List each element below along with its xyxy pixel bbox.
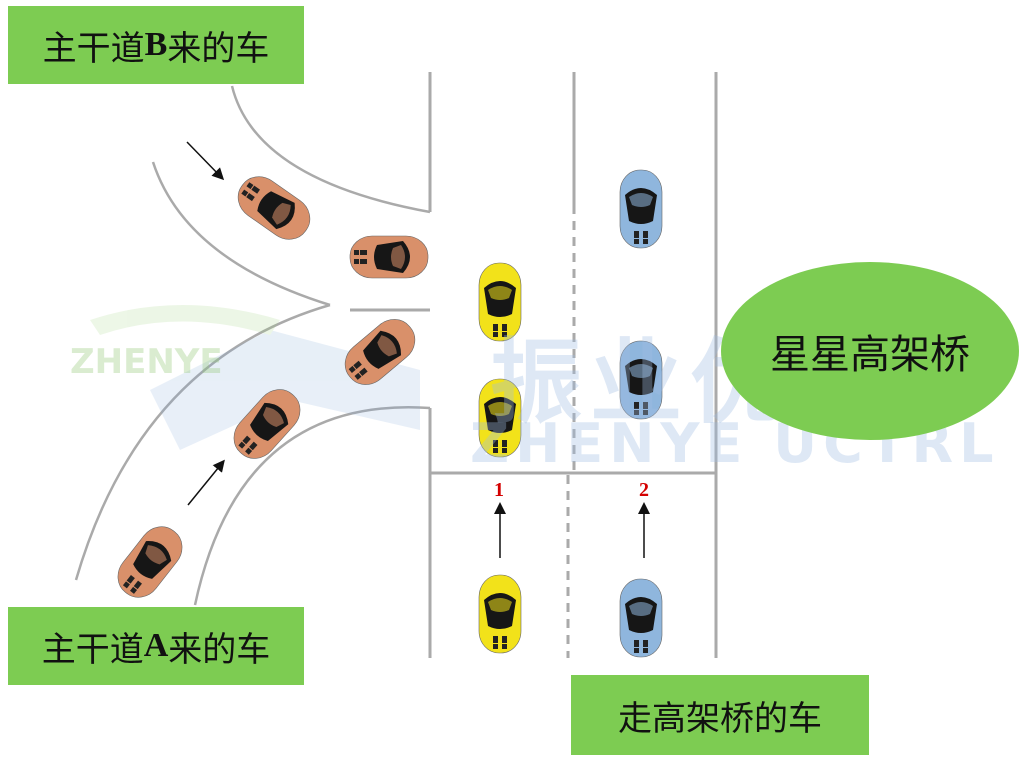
viaduct-label: 星星高架桥	[721, 262, 1019, 440]
label-b-prefix: 主干道	[42, 28, 145, 69]
label-a-prefix: 主干道	[41, 629, 144, 670]
car-b-2	[349, 235, 429, 279]
ramp-a-outer	[193, 406, 431, 606]
ramp-b-inner	[151, 161, 331, 307]
watermark-small: ZHENYE	[70, 342, 223, 382]
label-a-letter: A	[143, 627, 169, 664]
label-viaduct-cars: 走高架桥的车	[571, 675, 869, 755]
lane-number-2: 2	[639, 479, 649, 501]
car-lane2-1	[619, 169, 663, 249]
car-a-3	[108, 517, 192, 607]
label-a-suffix: 来的车	[168, 629, 271, 670]
arrow-ramp-b	[186, 141, 225, 181]
main-road-lines	[350, 72, 718, 658]
arrow-ramp-a-lower	[187, 459, 225, 506]
label-b-suffix: 来的车	[167, 28, 270, 69]
direction-arrows	[186, 141, 650, 558]
car-b-1	[229, 167, 319, 249]
ramp-curves	[74, 85, 431, 606]
car-lane1-3	[478, 574, 522, 654]
lane-number-1: 1	[494, 479, 504, 501]
ramp-a-inner	[74, 303, 331, 581]
label-b-letter: B	[144, 26, 168, 63]
car-lane2-3	[619, 578, 663, 658]
ramp-b-outer	[230, 85, 431, 214]
